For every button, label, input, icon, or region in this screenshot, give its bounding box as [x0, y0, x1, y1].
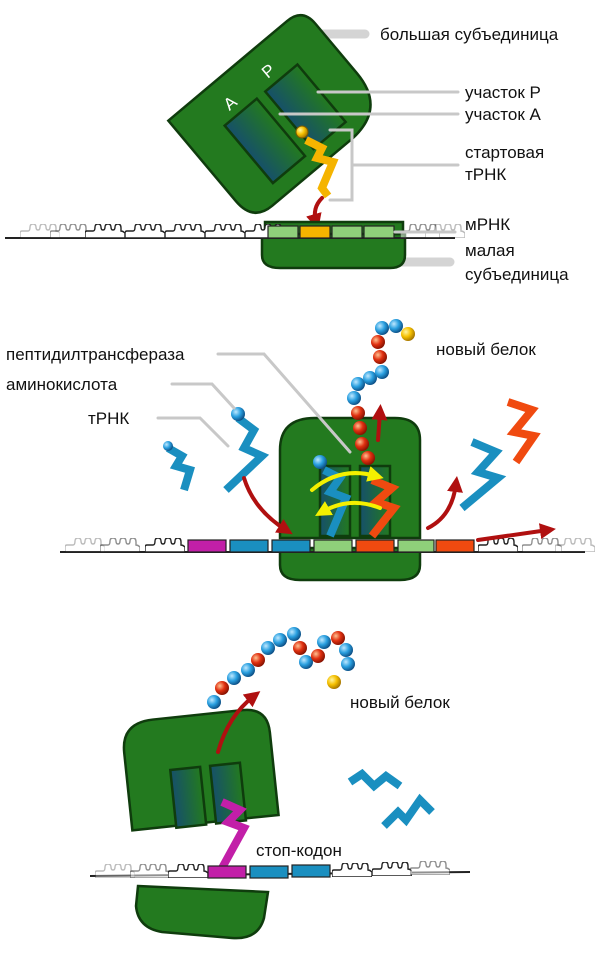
free-trna-small: [166, 444, 195, 492]
mrna-direction-arrow: [476, 523, 556, 542]
exit-arrow: [426, 476, 463, 530]
start-trna: [295, 125, 339, 199]
trna-in-a-site: [368, 476, 401, 539]
panel-initiation: A P: [5, 13, 569, 284]
stop-codon-label: стоп-кодон: [256, 841, 342, 860]
start-trna-label-1: стартовая: [465, 143, 544, 162]
exiting-trna: [459, 438, 507, 512]
start-trna-label-2: тРНК: [465, 165, 506, 184]
new-protein-label-2: новый белок: [436, 340, 536, 359]
large-subunit-label: большая субъединица: [380, 25, 559, 44]
free-amino-small: [163, 441, 173, 451]
chain-growth-arrow: [371, 404, 388, 442]
release-factor: [218, 798, 250, 870]
released-large-subunit: [122, 708, 280, 832]
amino-acid-label: аминокислота: [6, 375, 118, 394]
panel-elongation: пептидилтрансфераза аминокислота тРНК но…: [6, 319, 595, 582]
mrna-label: мРНК: [465, 215, 510, 234]
small-subunit-label-2: субъединица: [465, 265, 569, 284]
p-site-amino: [313, 455, 327, 469]
new-protein-label-3: новый белок: [350, 693, 450, 712]
incoming-arrow: [242, 476, 293, 535]
mrna-strand-1: [5, 224, 465, 239]
mrna-strand-2: [60, 538, 595, 553]
methionine-ball: [295, 125, 309, 139]
ribosome-small-subunit: [278, 546, 422, 582]
incoming-amino-acid: [231, 407, 245, 421]
panel-termination: новый белок стоп-кодон: [89, 627, 471, 940]
site-p-label: участок P: [465, 83, 541, 102]
free-trna-3b: [381, 793, 435, 829]
trna-label: тРНК: [88, 409, 129, 428]
incoming-trna: [223, 414, 270, 493]
mrna-strand-3: [89, 861, 471, 879]
trna-leader: [156, 416, 230, 448]
start-trna-bracket: [328, 128, 460, 202]
released-small-subunit: [134, 884, 270, 940]
peptidyltransferase-leader: [216, 352, 352, 454]
free-trna-3a: [347, 768, 403, 792]
small-subunit-label-1: малая: [465, 241, 515, 260]
peptide-chain-3: [207, 627, 355, 709]
amino-acid-leader: [170, 382, 236, 410]
transfer-arrow-1: [310, 466, 384, 492]
transfer-arrow-2: [315, 500, 382, 516]
tRNA-entry-arrow: [306, 196, 324, 230]
peptide-chain-2: [347, 319, 415, 465]
large-subunit: A P: [166, 13, 372, 214]
protein-release-arrow: [216, 691, 261, 754]
peptidyltransferase-label: пептидилтрансфераза: [6, 345, 185, 364]
site-a-label: участок A: [465, 105, 542, 124]
free-trna-orange: [506, 398, 541, 465]
small-subunit: [260, 232, 407, 270]
